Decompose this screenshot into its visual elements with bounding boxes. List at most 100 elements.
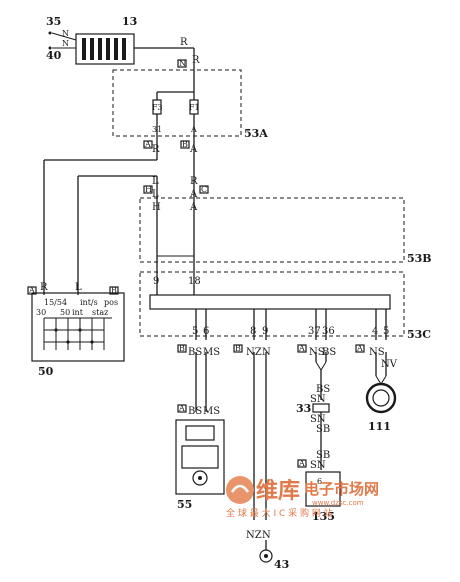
- wire-label-R-top: R: [180, 37, 188, 48]
- conn-A-1: A: [144, 140, 151, 149]
- wire-label-SB-1: SB: [316, 424, 330, 435]
- terminal-9b: 9: [262, 326, 268, 337]
- wire-label-N-43: N: [262, 530, 271, 541]
- terminal-9: 9: [153, 276, 159, 287]
- label-135: 135: [312, 510, 335, 523]
- conn-A-50: A: [28, 286, 35, 295]
- terminal-8: 8: [250, 326, 256, 337]
- wire-13-to-53A: R R N: [134, 37, 200, 80]
- label-53A: 53A: [244, 127, 268, 140]
- terminal-31: 31: [152, 125, 162, 134]
- component-135: 6 135: [305, 471, 341, 523]
- terminals-35-40: 35 40 N N: [46, 15, 77, 62]
- wire-label-NV: NV: [381, 359, 398, 370]
- switch-pos: pos: [104, 298, 118, 307]
- terminal-5b: 5: [383, 326, 389, 337]
- terminal-18: 18: [188, 276, 201, 287]
- wire-label-R-4: R: [190, 176, 198, 187]
- fuse-F1: F1: [189, 103, 200, 112]
- label-55: 55: [177, 498, 192, 511]
- wire-label-MS-55: MS: [203, 406, 220, 417]
- switch-50: 50: [60, 308, 70, 317]
- switch-15-54: 15/54: [44, 298, 67, 307]
- terminal-A-53B: A: [189, 202, 198, 213]
- wire-label-BS-1: BS: [188, 347, 202, 358]
- wire-label-NS-2: NS: [369, 347, 385, 358]
- component-50: A B R L 15/54 int/s pos 30 50 int staz 5…: [27, 282, 125, 378]
- label-50: 50: [38, 365, 54, 378]
- connectors-below-53C: B BS MS B NZ N A NS BS A NS: [177, 344, 385, 358]
- label-43: 43: [274, 558, 289, 571]
- component-111: 111: [365, 382, 397, 433]
- wires-to-55: A BS MS: [177, 352, 220, 417]
- switch-staz: staz: [92, 308, 108, 317]
- wire-label-SN-33: SN: [310, 394, 326, 405]
- wire-label-BS-2: BS: [322, 347, 336, 358]
- switch-int-s: int/s: [80, 298, 98, 307]
- label-111: 111: [368, 420, 391, 433]
- wire-R-to-50: [43, 136, 158, 295]
- conn-C-1: C: [201, 185, 207, 194]
- wire-label-SN-135: SN: [310, 460, 326, 471]
- label-33: 33: [296, 402, 311, 415]
- wire-L-to-50: [77, 175, 157, 295]
- conn-A-2: A: [298, 344, 305, 353]
- conn-A-3: A: [356, 344, 363, 353]
- connectors-above-53B: L R H C L A: [143, 176, 209, 200]
- conn-B-2: B: [179, 344, 185, 353]
- wire-label-NS-1: NS: [309, 347, 325, 358]
- label-53C: 53C: [407, 328, 431, 341]
- wire-label-MS-1: MS: [203, 347, 220, 358]
- conn-B-50: B: [111, 286, 117, 295]
- wires-to-43: NZ N 43: [246, 352, 289, 571]
- wire-label-BS-33: BS: [316, 384, 330, 395]
- label-53B: 53B: [407, 252, 432, 265]
- terminal-6-135: 6: [317, 477, 322, 486]
- terminal-4: 4: [372, 326, 378, 337]
- watermark-brand: 维库: [256, 478, 300, 504]
- conn-A-135: A: [298, 459, 305, 468]
- label-35: 35: [46, 15, 61, 28]
- component-53A: 53A F3 F1 31 A: [112, 69, 268, 140]
- wires-to-135: BS SN 33 SN SB SB A SN: [296, 352, 330, 471]
- switch-30: 30: [36, 308, 46, 317]
- terminal-36: 36: [322, 326, 335, 337]
- watermark-logo-icon: [226, 476, 254, 504]
- watermark-slogan: 全 球 最 大 I C 采 购 网 站: [226, 507, 333, 519]
- terminal-5: 5: [192, 326, 198, 337]
- terminal-37: 37: [308, 326, 321, 337]
- wire-label-L-1: L: [152, 176, 159, 187]
- conn-B-1: B: [182, 140, 188, 149]
- conn-A-55: A: [178, 404, 185, 413]
- wire-label-SB-2: SB: [316, 450, 330, 461]
- wire-label-A-2: A: [189, 189, 198, 200]
- label-13: 13: [122, 15, 137, 28]
- component-13-pins: [82, 38, 126, 60]
- conn-label-N: N: [179, 59, 186, 68]
- wire-label-L-2: L: [152, 189, 159, 200]
- fuse-F3: F3: [152, 103, 163, 112]
- watermark-title: 电子市场网: [304, 480, 379, 498]
- switch-int: int: [72, 308, 84, 317]
- terminal-A-53A: A: [190, 125, 197, 134]
- component-13: 13: [75, 15, 137, 65]
- watermark: 维库 电子市场网 www.dzsc.com 全 球 最 大 I C 采 购 网 …: [226, 476, 379, 519]
- wire-label-L-50: L: [75, 282, 82, 293]
- terminal-6: 6: [203, 326, 209, 337]
- terminal-H: H: [152, 202, 161, 213]
- component-55: 55: [175, 419, 225, 511]
- wire-label-R-2: R: [192, 55, 200, 66]
- wire-label-R-3: R: [152, 144, 160, 155]
- watermark-url: www.dzsc.com: [312, 499, 364, 507]
- component-53B: 53B H A: [139, 176, 432, 265]
- label-40: 40: [46, 49, 62, 62]
- conn-B-3: B: [235, 344, 241, 353]
- connectors-below-53A: A B R A: [143, 140, 198, 155]
- wire-N-40: N: [62, 39, 69, 48]
- wire-label-SN-33b: SN: [310, 414, 326, 425]
- wire-label-R-50: R: [40, 282, 48, 293]
- wire-label-NZ-43: NZ: [246, 530, 262, 541]
- wire-N-35: N: [62, 29, 69, 38]
- wire-label-BS-55: BS: [188, 406, 202, 417]
